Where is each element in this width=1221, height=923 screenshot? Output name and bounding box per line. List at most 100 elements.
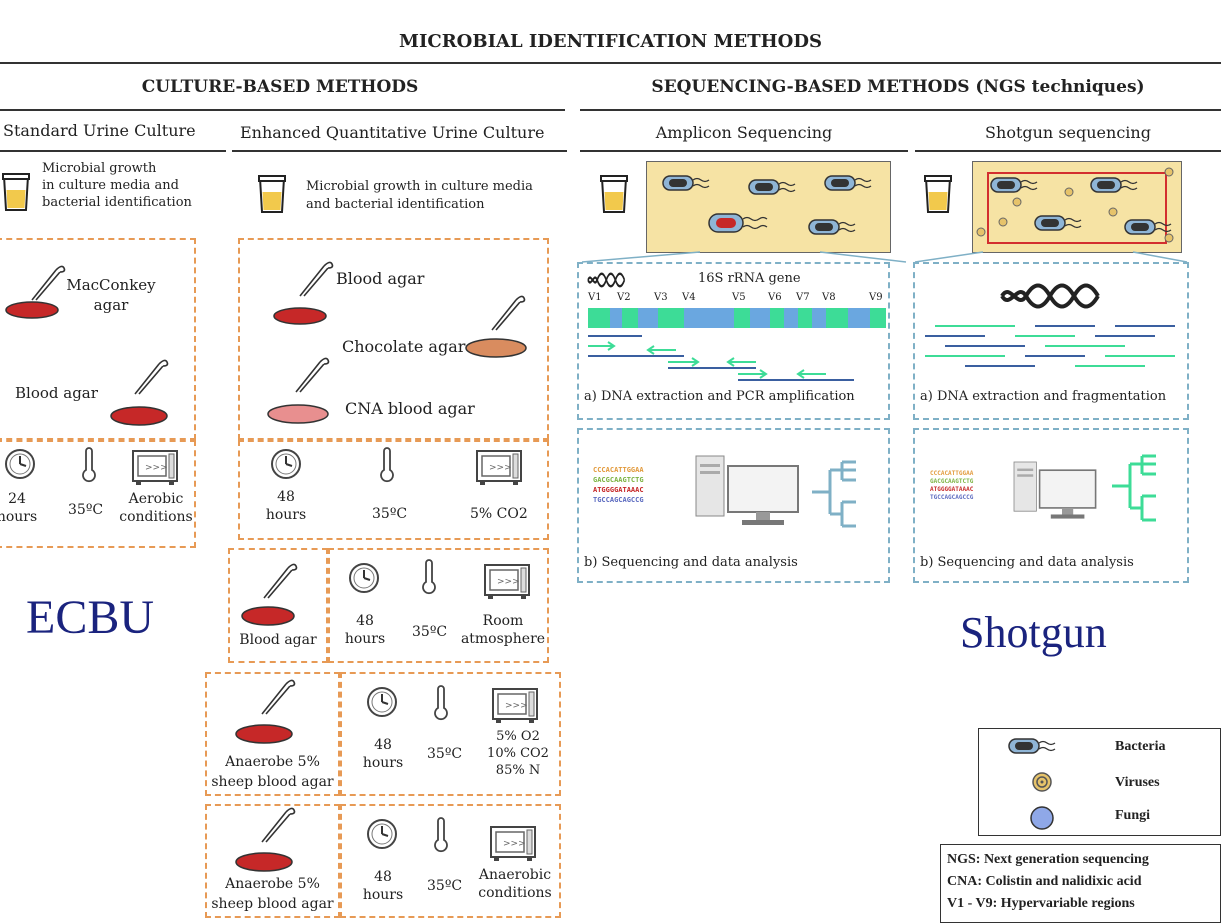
bacteria-icon — [1008, 738, 1056, 754]
gene-label: 16S rRNA gene — [698, 271, 801, 286]
region-label: V1 — [588, 292, 602, 303]
standard-desc: Microbial growth in culture media and ba… — [42, 160, 192, 211]
enhanced-time: 48 hours — [256, 488, 316, 524]
extra1-time: 48 hours — [338, 612, 392, 648]
shotgun-step-b: b) Sequencing and data analysis — [920, 555, 1134, 570]
extra2-media-box — [205, 672, 340, 796]
amplicon-title: Amplicon Sequencing — [655, 123, 833, 142]
abbreviation-line: CNA: Colistin and nalidixic acid — [947, 874, 1142, 889]
extra3-time: 48 hours — [356, 868, 410, 904]
enhanced-culture-title: Enhanced Quantitative Urine Culture — [240, 123, 545, 142]
sequence-read: TGCCAGCAGCCG — [593, 496, 644, 504]
selection-frame — [987, 172, 1167, 244]
bacteria-icon — [748, 179, 796, 195]
sequence-read: GACGCAAGTCTG — [593, 476, 644, 484]
amplicon-underline — [580, 150, 908, 152]
incubator-icon — [490, 826, 536, 862]
blood-agar-plate-icon — [241, 563, 298, 626]
amplicon-step-a: a) DNA extraction and PCR amplification — [584, 389, 855, 404]
extra2-media-label: Anaerobe 5% sheep blood agar — [205, 752, 340, 792]
macconkey-plate-icon — [5, 265, 66, 319]
extra3-atmosphere: Anaerobic conditions — [470, 866, 560, 902]
enhanced-desc: Microbial growth in culture media and ba… — [306, 178, 533, 214]
culture-heading: CULTURE-BASED METHODS — [141, 77, 419, 97]
time-unit: hours — [265, 507, 307, 523]
shotgun-title: Shotgun sequencing — [985, 123, 1151, 142]
time-value: 48 — [374, 737, 392, 753]
standard-media-box — [0, 238, 196, 440]
urine-sample-icon — [2, 173, 30, 211]
clock-icon — [367, 687, 397, 717]
dna-icon — [586, 272, 626, 288]
extra3-media-label: Anaerobe 5% sheep blood agar — [205, 874, 340, 914]
chocolate-agar-plate-icon — [465, 295, 527, 358]
blood-agar-label: Blood agar — [15, 384, 98, 402]
amplicon-step-b: b) Sequencing and data analysis — [584, 555, 798, 570]
bacteria-icon — [808, 219, 856, 235]
shotgun-underline — [915, 150, 1221, 152]
media-label-line: MacConkey — [66, 276, 156, 294]
atmosphere-line: 5% O2 — [496, 729, 540, 744]
standard-desc-line: bacterial identification — [42, 195, 192, 210]
atmosphere-line: conditions — [119, 509, 193, 525]
sequence-reads: CCCACATTGGAA GACGCAAGTCTG ATGGGGATAAAC T… — [930, 470, 973, 502]
virus-particles — [976, 167, 1174, 243]
time-unit: hours — [344, 631, 386, 647]
time-value: 24 — [8, 491, 26, 507]
gene-map — [588, 308, 886, 381]
urine-sample-icon — [924, 175, 952, 213]
extra1-media-box — [228, 548, 328, 663]
thermometer-icon — [434, 685, 448, 721]
incubator-icon — [132, 450, 178, 486]
atmosphere-line: 85% N — [495, 763, 541, 778]
extra3-conditions-box — [340, 804, 561, 918]
media-label-line: sheep blood agar — [211, 774, 334, 790]
chocolate-agar-label: Chocolate agar — [342, 337, 466, 356]
atmosphere-line: atmosphere — [460, 631, 546, 647]
thermometer-icon — [380, 447, 394, 483]
atmosphere-line: 10% CO2 — [487, 746, 549, 761]
sequencing-divider — [580, 109, 1221, 111]
amplicon-sample-panel — [646, 161, 891, 253]
amplicon-step-a-box — [577, 262, 890, 420]
standard-desc-line: Microbial growth — [42, 161, 157, 176]
region-label: V8 — [822, 292, 836, 303]
phylogenetic-tree-icon — [810, 460, 858, 528]
standard-underline — [0, 150, 226, 152]
region-label: V9 — [869, 292, 883, 303]
enhanced-underline — [232, 150, 567, 152]
sequence-read: TGCCAGCAGCCG — [930, 494, 974, 501]
extra1-conditions-box — [328, 548, 549, 663]
enhanced-atmosphere: 5% CO2 — [470, 506, 528, 522]
atmosphere-line: Aerobic — [128, 491, 184, 507]
blood-agar-plate-icon — [273, 261, 334, 325]
standard-conditions-box — [0, 440, 196, 548]
anaerobe-plate-icon — [235, 807, 296, 872]
time-value: 48 — [356, 613, 374, 629]
enhanced-desc-line: Microbial growth in culture media — [306, 179, 533, 194]
computer-icon — [695, 455, 799, 526]
enhanced-blood-agar-label: Blood agar — [336, 269, 425, 288]
sequence-reads: CCCACATTGGAA GACGCAAGTCTG ATGGGGATAAAC T… — [593, 465, 644, 505]
extra2-atmosphere: 5% O2 10% CO2 85% N — [476, 728, 560, 779]
standard-atmosphere: Aerobic conditions — [118, 490, 194, 526]
time-unit: hours — [362, 887, 404, 903]
enhanced-desc-line: and bacterial identification — [306, 197, 485, 212]
time-value: 48 — [374, 869, 392, 885]
abbreviation-line: V1 - V9: Hypervariable regions — [947, 896, 1135, 911]
extra2-time: 48 hours — [356, 736, 410, 772]
blood-agar-plate-icon — [110, 359, 169, 426]
extra3-media-box — [205, 804, 340, 918]
legend-fungi: Fungi — [1115, 808, 1151, 823]
atmosphere-line: Anaerobic — [478, 867, 552, 883]
incubator-icon — [492, 688, 538, 724]
thermometer-icon — [422, 559, 436, 595]
incubator-icon — [484, 564, 530, 600]
phylogenetic-tree-icon — [1110, 454, 1158, 522]
region-label: V5 — [732, 292, 746, 303]
clock-icon — [5, 449, 35, 479]
amplicon-step-b-box — [577, 428, 890, 583]
dna-fragments — [925, 325, 1175, 367]
anaerobe-plate-icon — [235, 679, 296, 744]
